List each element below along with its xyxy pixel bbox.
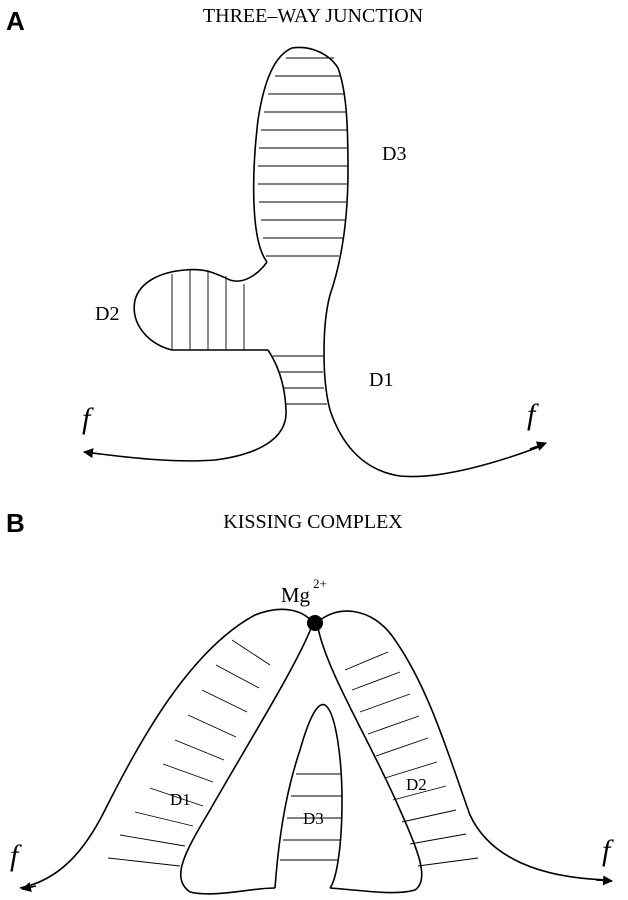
d1-left-strand <box>84 349 287 462</box>
d2-base-pairs-b <box>344 651 479 867</box>
d1-label-b: D1 <box>170 790 191 809</box>
panel-b-title: KISSING COMPLEX <box>223 511 403 533</box>
d3-label-b: D3 <box>303 809 324 828</box>
d3-helix-outline <box>252 46 545 478</box>
force-arrow-left-b <box>21 882 37 893</box>
d2-base-pairs <box>171 270 245 350</box>
d3-base-pairs <box>258 57 348 257</box>
panel-a: A THREE–WAY JUNCTION <box>6 5 547 478</box>
force-arrow-left-a <box>83 448 101 459</box>
force-label-left-b: f <box>10 839 22 872</box>
left-hairpin-outline <box>19 608 314 889</box>
force-label-left-a: f <box>82 402 94 435</box>
panel-a-letter: A <box>6 6 25 36</box>
mg-ion-charge: 2+ <box>313 576 327 591</box>
junction-outline <box>133 261 268 351</box>
right-hairpin-inner <box>316 622 423 894</box>
force-arrow-right-a <box>529 441 547 451</box>
d1-base-pairs <box>273 355 327 405</box>
panel-b-letter: B <box>6 508 25 538</box>
left-hairpin-inner <box>180 622 314 895</box>
force-label-right-a: f <box>527 398 539 431</box>
d2-label: D2 <box>95 303 119 325</box>
force-label-right-b: f <box>602 834 614 867</box>
d1-base-pairs-b <box>107 639 271 867</box>
force-arrow-right-b <box>595 875 613 886</box>
mg-ion-symbol: Mg <box>281 583 311 607</box>
mg-ion-dot <box>307 615 323 631</box>
panel-a-title: THREE–WAY JUNCTION <box>203 5 423 27</box>
d1-label: D1 <box>369 369 393 391</box>
panel-b: B KISSING COMPLEX Mg 2+ <box>6 508 614 895</box>
d3-label: D3 <box>382 143 406 165</box>
d2-label-b: D2 <box>406 775 427 794</box>
d3-loop-outline <box>274 703 343 889</box>
right-hairpin-outline <box>316 610 609 881</box>
d3-base-pairs-b <box>280 773 342 861</box>
